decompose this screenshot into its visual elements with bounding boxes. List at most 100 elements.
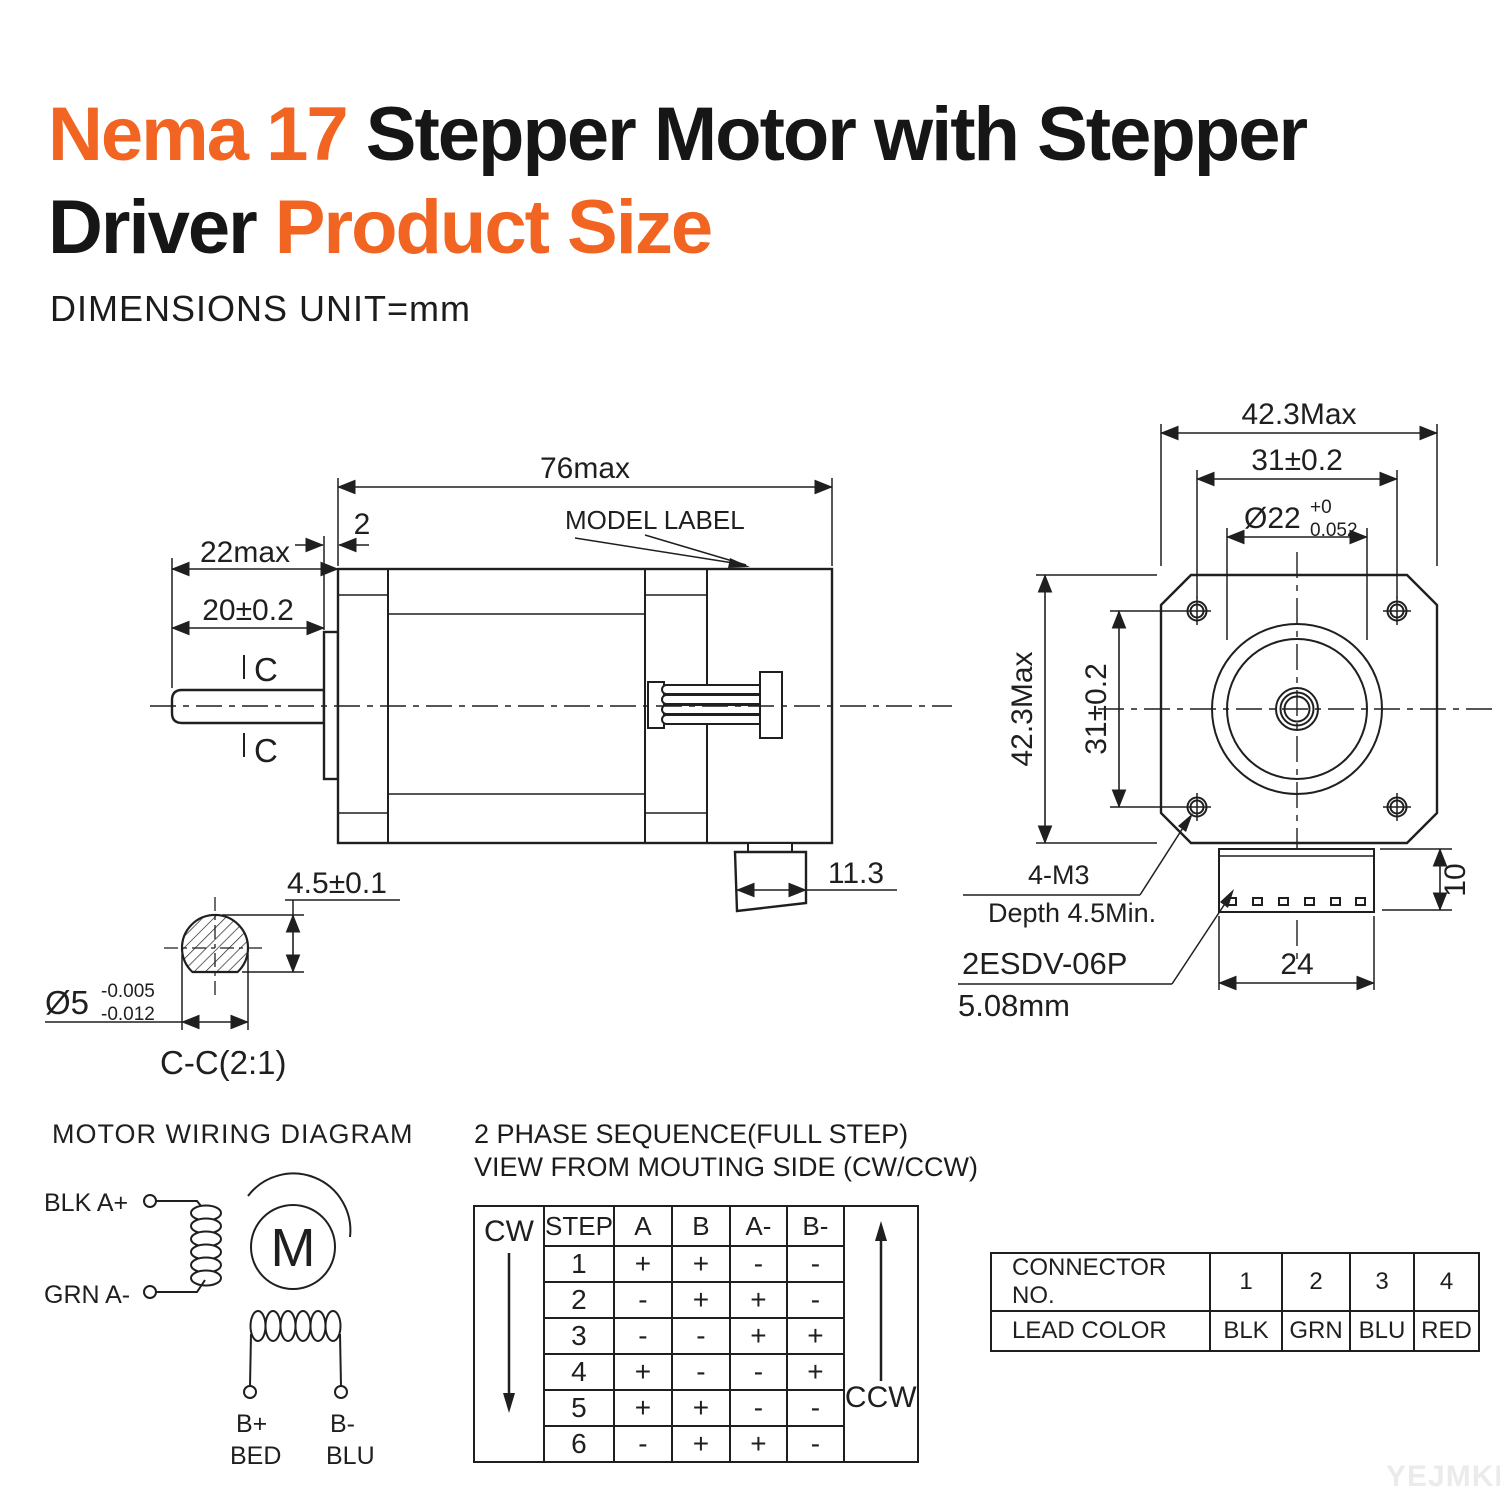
phase-header-step: STEP: [543, 1205, 615, 1247]
dim-2-text: 2: [354, 508, 371, 541]
terminal-b-plus-label: B+: [236, 1410, 267, 1438]
phase-cell: +: [612, 1245, 673, 1283]
phase-cell: -: [785, 1389, 845, 1427]
phase-sequence-table: CW STEP A B A- B- CCW 1 + + - - 2 - + + …: [473, 1205, 919, 1463]
dim-42-3-width-text: 42.3Max: [1241, 398, 1356, 431]
phase-cell: -: [785, 1425, 845, 1463]
phase-cell: -: [785, 1281, 845, 1319]
dim-diameter-text: Ø5: [45, 984, 89, 1021]
front-connector: [1218, 848, 1375, 913]
phase-row-2: 2 - + + -: [474, 1281, 918, 1319]
title-line1-rest: Stepper Motor with Stepper: [346, 91, 1308, 177]
phase-cell: 4: [543, 1353, 615, 1391]
front-view: 42.3Max 31±0.2 Ø22 +0 0.052 42: [958, 398, 1492, 1023]
phase-cell: +: [612, 1353, 673, 1391]
lead-color-label: LEAD COLOR: [990, 1310, 1211, 1352]
connector-no-4: 4: [1413, 1252, 1480, 1312]
side-view: 76max 2 22max 20±0.2: [150, 452, 952, 913]
dim-10: 10: [1380, 848, 1472, 911]
lead-color-3: BLU: [1349, 1310, 1415, 1352]
ccw-column: CCW: [842, 1205, 919, 1463]
pilot-tol-lower: 0.052: [1310, 520, 1358, 541]
phase-cell: -: [670, 1317, 731, 1355]
page-title: Nema 17 Stepper Motor with Stepper Drive…: [48, 89, 1468, 274]
lead-color-1: BLK: [1209, 1310, 1283, 1352]
phase-cell: +: [728, 1317, 788, 1355]
dim-flat-text: 4.5±0.1: [287, 867, 387, 900]
lead-wires-ribbon: [647, 671, 783, 739]
label-4m3: 4-M3 Depth 4.5Min.: [963, 813, 1193, 928]
phase-b-coil: [249, 1310, 342, 1342]
terminal-a-plus-node: [143, 1194, 157, 1208]
section-mark-top-text: C: [254, 651, 278, 688]
dim-2: 2: [295, 508, 370, 630]
shaft-section-view: 4.5±0.1 Ø5 -0.005 -0.012 C-C(2:1): [45, 867, 400, 1081]
title-line2-accent: Product Size: [255, 184, 713, 270]
dim-24: 24: [1218, 916, 1375, 991]
phase-cell: -: [728, 1353, 788, 1391]
phase-cell: +: [670, 1245, 731, 1283]
title-brand: Nema 17: [48, 91, 349, 177]
cw-label: CW: [484, 1215, 534, 1248]
phase-cell: 5: [543, 1389, 615, 1427]
phase-row-6: 6 - + + -: [474, 1425, 918, 1463]
phase-cell: -: [785, 1245, 845, 1283]
phase-cell: 3: [543, 1317, 615, 1355]
phase-cell: +: [728, 1281, 788, 1319]
phase-cell: 1: [543, 1245, 615, 1283]
phase-header-b: B: [670, 1205, 731, 1247]
phase-cell: -: [612, 1317, 673, 1355]
section-mark-bottom-text: C: [254, 732, 278, 769]
phase-row-3: 3 - - + +: [474, 1317, 918, 1355]
phase-cell: 2: [543, 1281, 615, 1319]
phase-cell: +: [670, 1389, 731, 1427]
phase-cell: -: [728, 1389, 788, 1427]
phase-header-a: A: [612, 1205, 673, 1247]
connector-model-text: 2ESDV-06P: [962, 946, 1127, 981]
phase-cell: -: [612, 1281, 673, 1319]
connector-no-3: 3: [1349, 1252, 1415, 1312]
ccw-label: CCW: [844, 1381, 917, 1414]
motor-circle: [250, 1204, 336, 1290]
connector-pitch-text: 5.08mm: [958, 988, 1070, 1023]
phase-cell: +: [785, 1317, 845, 1355]
phase-cell: -: [670, 1353, 731, 1391]
shaft-section-shape: [180, 913, 250, 974]
pilot-tol-upper: +0: [1310, 497, 1332, 518]
phase-title-line2: VIEW FROM MOUTING SIDE (CW/CCW): [474, 1151, 978, 1182]
dim-diameter: Ø5 -0.005 -0.012: [45, 954, 249, 1030]
terminal-a-minus-label: GRN A-: [44, 1281, 130, 1309]
phase-cell: +: [785, 1353, 845, 1391]
dim-20-text: 20±0.2: [202, 594, 294, 627]
connector-no-1: 1: [1209, 1252, 1283, 1312]
section-marks: C C: [243, 651, 278, 769]
terminal-a-minus-node: [143, 1285, 157, 1299]
dim-24-text: 24: [1280, 948, 1313, 981]
phase-header-a-minus: A-: [728, 1205, 788, 1247]
dim-42-3-width: 42.3Max: [1160, 398, 1438, 566]
model-label-text: MODEL LABEL: [565, 505, 745, 535]
dim-11-3: 11.3: [736, 857, 897, 898]
title-line1: Nema 17 Stepper Motor with Stepper: [48, 89, 1468, 182]
phase-cell: +: [612, 1389, 673, 1427]
model-label: MODEL LABEL: [565, 505, 750, 568]
lead-color-2: GRN: [1281, 1310, 1351, 1352]
lead-color-4: RED: [1413, 1310, 1480, 1352]
wiring-diagram: MOTOR WIRING DIAGRAM BLK A+ GRN A- M: [44, 1119, 413, 1470]
mounting-holes: [1183, 597, 1411, 821]
phase-cell: +: [670, 1281, 731, 1319]
terminal-b-minus-label: B-: [330, 1410, 355, 1438]
connector-row: CONNECTOR NO. 1 2 3 4: [990, 1252, 1480, 1312]
phase-sequence-title: 2 PHASE SEQUENCE(FULL STEP) VIEW FROM MO…: [474, 1118, 978, 1184]
terminal-b-minus-color: BLU: [326, 1442, 375, 1470]
dim-10-text: 10: [1439, 863, 1472, 896]
lead-color-row: LEAD COLOR BLK GRN BLU RED: [990, 1310, 1480, 1352]
motor-symbol-text: M: [271, 1218, 316, 1278]
dimensions-unit-note: DIMENSIONS UNIT=mm: [50, 288, 472, 329]
side-connector: [733, 842, 808, 913]
title-line2-start: Driver: [48, 184, 258, 270]
connector-table: CONNECTOR NO. 1 2 3 4 LEAD COLOR BLK GRN…: [990, 1252, 1480, 1352]
dim-31-horizontal-text: 31±0.2: [1251, 444, 1343, 477]
